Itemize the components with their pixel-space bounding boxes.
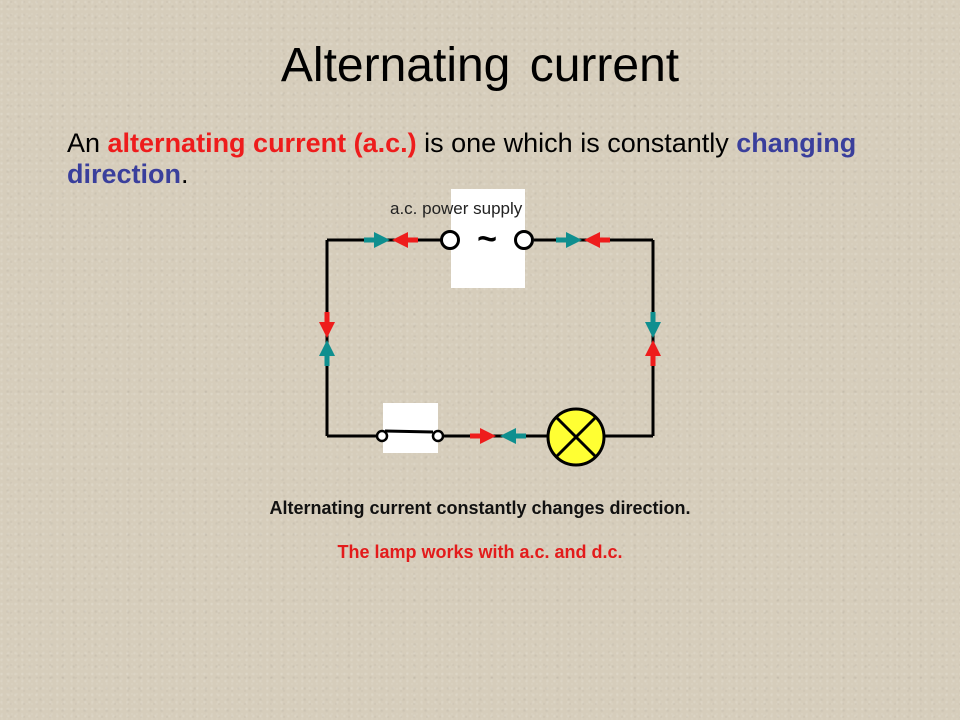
arrow-bottom-teal <box>500 428 526 444</box>
lamp-icon <box>546 407 606 467</box>
intro-part-2: is one which is constantly <box>416 128 737 158</box>
arrow-right-red <box>645 340 661 366</box>
arrow-top-left-teal <box>364 232 390 248</box>
arrow-top-right-teal <box>556 232 582 248</box>
intro-part-3: . <box>181 159 189 189</box>
caption-lamp: The lamp works with a.c. and d.c. <box>337 542 623 562</box>
arrow-bottom-red <box>470 428 496 444</box>
ac-supply-icon: ~ <box>440 220 534 258</box>
intro-emphasis: changing direction <box>67 128 857 189</box>
intro-term: alternating current (a.c.) <box>107 128 417 158</box>
arrow-top-left-red <box>392 232 418 248</box>
page-title: Alternating current <box>280 39 680 92</box>
supply-label: a.c. power supply <box>390 199 523 218</box>
caption-direction: Alternating current constantly changes d… <box>269 498 691 518</box>
intro-text: An alternating current (a.c.) is one whi… <box>67 128 917 190</box>
arrow-top-right-red <box>584 232 610 248</box>
supply-symbol: ~ <box>477 220 497 258</box>
switch-icon <box>375 429 445 443</box>
switch-backing <box>383 403 438 453</box>
arrow-right-teal <box>645 312 661 338</box>
arrow-left-teal <box>319 340 335 366</box>
arrow-left-red <box>319 312 335 338</box>
supply-backing <box>451 189 525 288</box>
intro-part-1: An <box>67 128 108 158</box>
